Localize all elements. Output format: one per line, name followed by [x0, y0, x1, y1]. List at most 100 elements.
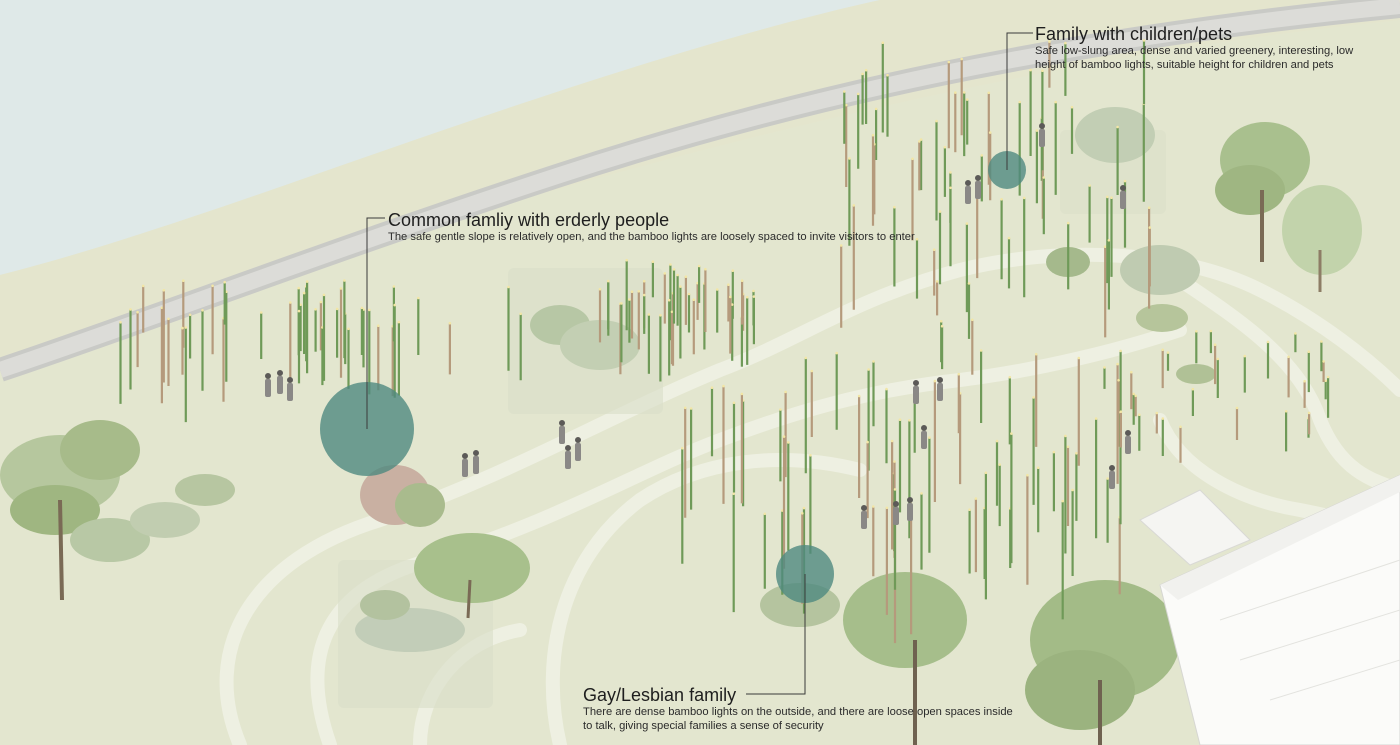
road-edge — [0, 0, 1400, 378]
bamboo-light-tip — [857, 394, 861, 398]
bamboo-light-tip — [697, 264, 701, 268]
bamboo-light-tip — [1064, 434, 1067, 438]
bamboo-light-tip — [704, 267, 707, 271]
bamboo-light-tip — [1103, 366, 1106, 369]
bamboo-light-tip — [598, 287, 602, 291]
shrub-icon — [70, 518, 150, 562]
bamboo-light-tip — [979, 349, 983, 352]
annotation-gay-lesbian: Gay/Lesbian family There are dense bambo… — [583, 685, 1023, 733]
bamboo-light-tip — [1155, 411, 1159, 415]
bamboo-light-tip — [1036, 466, 1040, 470]
embankment — [0, 0, 1400, 368]
bamboo-light-tip — [606, 279, 610, 283]
tree-group-bottom — [760, 572, 1180, 745]
bamboo-light-tip — [297, 286, 301, 290]
person-icon — [473, 450, 479, 474]
tree-icon — [1282, 185, 1362, 275]
bamboo-light-tip — [839, 244, 843, 247]
tree-icon — [1025, 650, 1135, 730]
bamboo-light-tip — [715, 288, 719, 291]
person-icon — [462, 453, 468, 477]
shrub-icon — [360, 590, 410, 620]
bamboo-light-tip — [1322, 360, 1325, 363]
bamboo-light-tip — [1035, 129, 1039, 132]
person-icon — [575, 437, 581, 461]
bamboo-light-tip — [1284, 410, 1288, 413]
annotation-description: Safe low-slung area, dense and varied gr… — [1035, 45, 1354, 71]
bamboo-light-tip — [507, 285, 510, 289]
bamboo-light-tip — [335, 307, 339, 311]
bamboo-light-tip — [784, 390, 787, 394]
bamboo-light-tip — [1138, 413, 1141, 417]
leader-line-family — [1006, 32, 1033, 170]
shrub-icon — [1176, 364, 1216, 384]
bamboo-light-tip — [347, 327, 350, 331]
bamboo-light-tip — [1117, 378, 1120, 382]
bamboo-light-tip — [1022, 196, 1026, 200]
bamboo-light-tip — [1070, 105, 1074, 109]
bamboo-light-tip — [1148, 226, 1152, 229]
bamboo-light-tip — [935, 119, 938, 123]
bamboo-light-tip — [988, 131, 992, 134]
bamboo-light-tip — [782, 435, 786, 438]
bamboo-light-tip — [1303, 379, 1306, 383]
bamboo-light-tip — [745, 295, 749, 299]
bamboo-light-tip — [872, 360, 875, 363]
person-icon — [975, 175, 981, 199]
bamboo-light-tip — [732, 492, 735, 496]
bamboo-light-tip — [167, 317, 170, 321]
bamboo-light-tip — [322, 293, 326, 297]
bamboo-light-tip — [730, 303, 734, 306]
visitors — [265, 123, 1131, 529]
shrub-icon — [395, 483, 445, 527]
person-icon — [861, 505, 867, 529]
bamboo-light-tip — [932, 248, 936, 251]
bamboo-light-tip — [1048, 40, 1051, 43]
bamboo-light-tip — [289, 301, 292, 304]
tree-trunk — [466, 579, 472, 619]
bamboo-light-tip — [939, 320, 943, 323]
bamboo-light-tip — [339, 287, 343, 290]
bamboo-light-tip — [1075, 452, 1078, 455]
bamboo-light-tip — [136, 310, 139, 314]
bamboo-light-tip — [727, 283, 730, 287]
bamboo-light-tip — [866, 440, 869, 444]
bamboo-light-tip — [1077, 356, 1081, 360]
bamboo-light-tip — [1116, 362, 1119, 366]
bamboo-light-tip — [642, 279, 646, 283]
bamboo-light-tip — [779, 408, 782, 411]
bamboo-light-tip — [1195, 330, 1198, 333]
bamboo-light-tip — [1018, 100, 1021, 104]
bamboo-light-tip — [965, 222, 969, 225]
bamboo-light-tip — [1052, 450, 1056, 454]
bamboo-light-tip — [1179, 425, 1182, 429]
bamboo-light-tip — [804, 356, 808, 360]
bamboo-light-tip — [809, 454, 812, 457]
person-icon — [287, 377, 293, 401]
bamboo-light-tip — [129, 308, 132, 311]
bamboo-light-tip — [1235, 406, 1239, 410]
bamboo-light-tip — [141, 284, 145, 288]
bamboo-light-tip — [620, 302, 623, 305]
bamboo-light-tip — [1166, 351, 1170, 354]
bamboo-light-tip — [968, 508, 971, 512]
bamboo-light-tip — [852, 204, 856, 207]
bamboo-light-tip — [119, 321, 122, 324]
bamboo-light-tip — [886, 73, 889, 77]
person-icon — [907, 497, 913, 521]
bamboo-light-tip — [1066, 221, 1070, 225]
bamboo-light-tip — [667, 298, 671, 302]
bamboo-light-tip — [1324, 379, 1327, 383]
bamboo-light-tip — [722, 384, 725, 388]
bamboo-light-tip — [377, 324, 380, 328]
bamboo-light-tip — [962, 91, 966, 94]
bamboo-light-tip — [915, 237, 919, 241]
bamboo-light-tip — [1142, 39, 1146, 42]
bamboo-light-tip — [856, 92, 860, 96]
bamboo-light-tip — [918, 140, 921, 143]
bamboo-light-tip — [763, 512, 767, 516]
bamboo-light-tip — [872, 505, 875, 508]
bamboo-light-tip — [947, 60, 951, 64]
bamboo-light-tip — [801, 512, 804, 515]
bamboo-light-tip — [1161, 348, 1164, 352]
